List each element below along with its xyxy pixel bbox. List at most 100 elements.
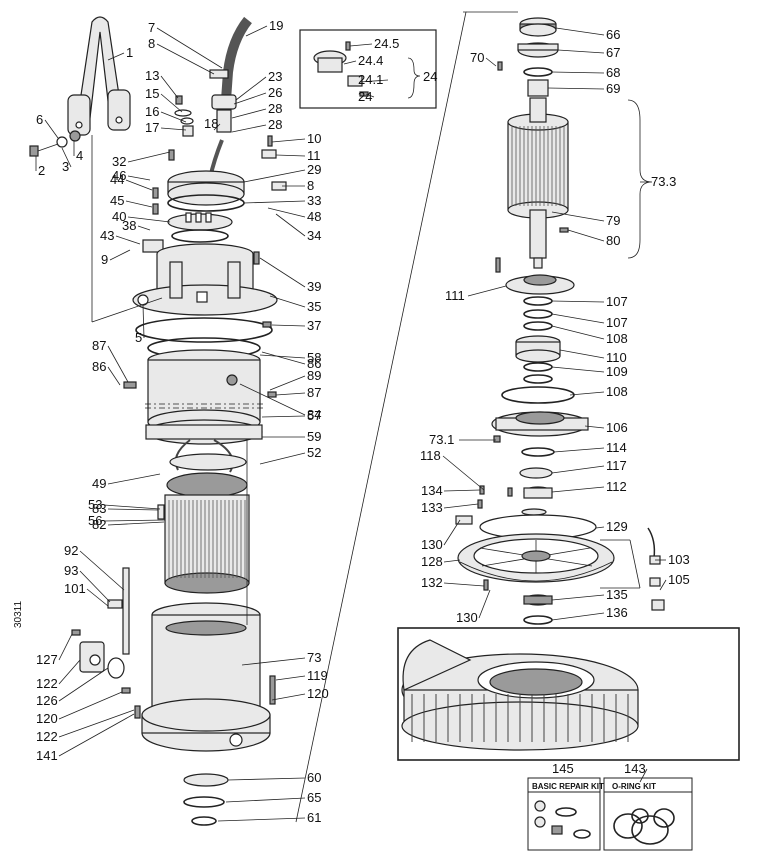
callout-111: 111 bbox=[445, 288, 465, 303]
callout-2: 2 bbox=[38, 163, 45, 178]
leader-43 bbox=[115, 235, 141, 245]
callout-114: 114 bbox=[606, 440, 627, 455]
leader-38 bbox=[137, 225, 151, 231]
leader-129 bbox=[595, 526, 605, 529]
callout-79: 79 bbox=[606, 213, 620, 228]
callout-43: 43 bbox=[100, 228, 114, 243]
callout-118: 118 bbox=[420, 448, 441, 463]
callout-35: 35 bbox=[307, 299, 321, 314]
callout-73-1: 73.1 bbox=[429, 432, 454, 447]
leader-9 bbox=[109, 249, 131, 261]
leader-17 bbox=[160, 127, 187, 131]
stator bbox=[157, 472, 250, 594]
callout-38: 38 bbox=[122, 218, 136, 233]
callout-57: 57 bbox=[307, 408, 321, 423]
callout-56: 56 bbox=[88, 513, 102, 528]
callout-59: 59 bbox=[307, 429, 321, 444]
callout-103: 103 bbox=[668, 552, 690, 567]
rotor-laminations bbox=[511, 126, 565, 206]
leader-79 bbox=[551, 211, 605, 222]
junction-box bbox=[71, 629, 125, 679]
lower-seal-parts bbox=[523, 594, 553, 625]
leader-92 bbox=[79, 550, 125, 591]
leader-48 bbox=[267, 207, 306, 218]
leader-68 bbox=[551, 71, 605, 74]
callout-120: 120 bbox=[36, 711, 58, 726]
leader-40 bbox=[127, 216, 171, 223]
leader-112 bbox=[551, 486, 605, 493]
callout-28: 28 bbox=[268, 117, 282, 132]
leader-73 bbox=[241, 657, 306, 666]
callout-120: 120 bbox=[307, 686, 329, 701]
callout-87: 87 bbox=[307, 385, 321, 400]
callout-24: 24 bbox=[358, 89, 372, 104]
callout-119: 119 bbox=[307, 668, 328, 683]
callout-13: 13 bbox=[145, 68, 159, 83]
callout-11: 11 bbox=[307, 148, 321, 163]
callout-32: 32 bbox=[112, 154, 126, 169]
leader-136 bbox=[551, 612, 605, 621]
cable-entry-cover bbox=[167, 170, 245, 243]
callout-46: 46 bbox=[112, 168, 126, 183]
callout-69: 69 bbox=[606, 81, 620, 96]
callout-107: 107 bbox=[606, 315, 628, 330]
leader-lines bbox=[35, 25, 667, 822]
upper-motor-housing bbox=[132, 243, 278, 316]
leader-122 bbox=[58, 709, 135, 738]
leader-130 bbox=[443, 519, 461, 546]
leader-56 bbox=[103, 519, 166, 522]
callout-44: 44 bbox=[110, 172, 124, 187]
stator-leads bbox=[169, 439, 247, 473]
callout-37: 37 bbox=[307, 318, 321, 333]
leader-7 bbox=[156, 27, 223, 69]
plug-120 bbox=[121, 687, 131, 694]
callout-135: 135 bbox=[606, 587, 628, 602]
inset-box-24 bbox=[299, 29, 437, 109]
callout-53: 53 bbox=[88, 497, 102, 512]
callout-49: 49 bbox=[92, 476, 106, 491]
leader-10 bbox=[271, 138, 306, 143]
callout-86: 86 bbox=[307, 356, 321, 371]
leader-32 bbox=[127, 151, 171, 163]
leader-28 bbox=[231, 124, 267, 133]
callout-33: 33 bbox=[307, 193, 321, 208]
leader-46 bbox=[127, 175, 151, 181]
leader-120 bbox=[58, 691, 123, 720]
cooling-jacket bbox=[123, 349, 277, 445]
leader-109 bbox=[551, 366, 605, 373]
leader-16 bbox=[160, 111, 187, 123]
leader-108 bbox=[569, 391, 605, 396]
callout-28: 28 bbox=[268, 101, 282, 116]
leader-1 bbox=[107, 52, 125, 61]
callout-29: 29 bbox=[307, 162, 321, 177]
leader-24-1 bbox=[359, 79, 389, 83]
bolt-39 bbox=[262, 321, 272, 328]
callout-122: 122 bbox=[36, 676, 58, 691]
terminal-bracket bbox=[142, 239, 164, 253]
drawing-number: 30311 bbox=[13, 600, 24, 628]
callout-10: 10 bbox=[307, 131, 321, 146]
leader-101 bbox=[86, 588, 109, 607]
callout-89: 89 bbox=[307, 368, 321, 383]
callout-110: 110 bbox=[606, 350, 627, 365]
leader-13 bbox=[160, 75, 179, 99]
leader-141 bbox=[58, 713, 135, 757]
leader-83 bbox=[107, 508, 159, 511]
leader-53 bbox=[103, 504, 161, 510]
callout-107: 107 bbox=[606, 294, 628, 309]
callout-8: 8 bbox=[307, 178, 314, 193]
callout-83: 83 bbox=[92, 501, 106, 516]
callout-60: 60 bbox=[307, 770, 321, 785]
callout-67: 67 bbox=[606, 45, 620, 60]
callout-7: 7 bbox=[148, 20, 155, 35]
leader-118 bbox=[442, 455, 485, 491]
callout-65: 65 bbox=[307, 790, 321, 805]
callout-93: 93 bbox=[64, 563, 78, 578]
callout-130: 130 bbox=[421, 537, 443, 552]
leader-93 bbox=[79, 570, 111, 603]
callout-108: 108 bbox=[606, 384, 628, 399]
leader-128 bbox=[443, 559, 461, 563]
leader-34 bbox=[275, 213, 306, 237]
callout-108: 108 bbox=[606, 331, 628, 346]
leader-86 bbox=[261, 351, 306, 365]
